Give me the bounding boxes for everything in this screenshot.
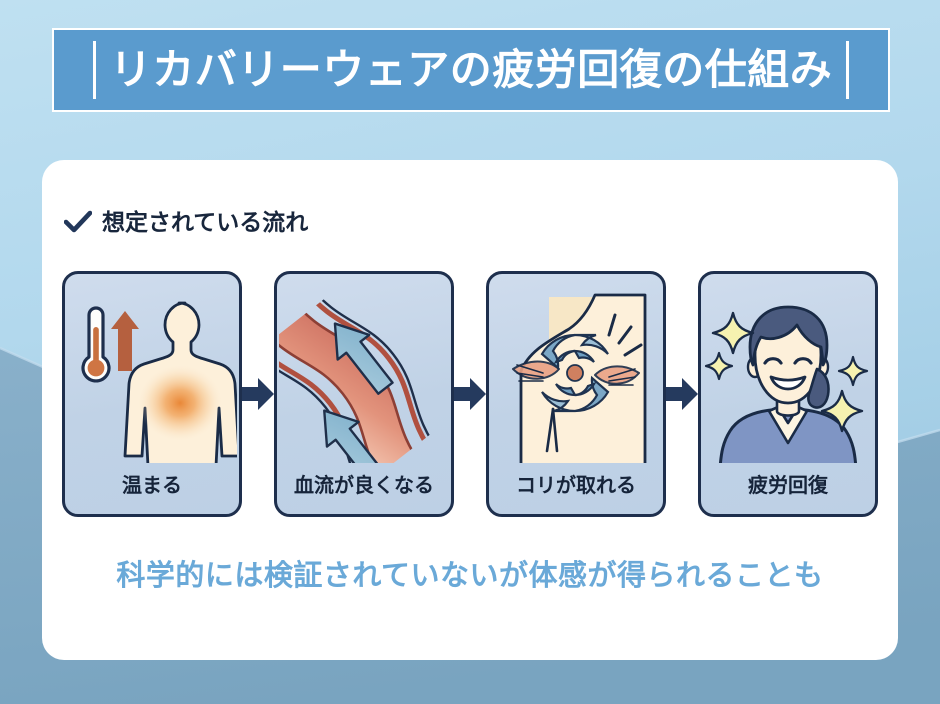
flow-arrow-icon bbox=[323, 322, 394, 463]
flow-step-2-label: 血流が良くなる bbox=[294, 475, 434, 497]
arrow-right-icon bbox=[242, 378, 274, 410]
heat-glow-icon bbox=[138, 365, 222, 441]
title-rule-right bbox=[846, 41, 850, 99]
person-icon bbox=[718, 305, 858, 463]
flow-step-card-2[interactable]: 血流が良くなる bbox=[274, 271, 454, 517]
spiral-icon bbox=[540, 333, 610, 413]
thermometer-body-heat-illustration bbox=[81, 301, 237, 463]
hands-icon bbox=[512, 360, 640, 386]
shoulder-stiffness-relief-illustration bbox=[512, 293, 647, 463]
flow-step-1-label: 温まる bbox=[122, 475, 182, 497]
flow-step-3-art bbox=[489, 274, 663, 476]
flow-steps: 温まる bbox=[62, 270, 878, 518]
panel-heading: 想定されている流れ bbox=[64, 210, 308, 234]
flow-step-3-label: コリが取れる bbox=[516, 475, 636, 497]
flow-step-card-3[interactable]: コリが取れる bbox=[486, 271, 666, 517]
arrow-right-icon bbox=[666, 378, 698, 410]
blood-vessel-flow-illustration bbox=[279, 291, 443, 463]
flow-step-1-art bbox=[65, 274, 239, 476]
smiling-person-sparkles-illustration bbox=[704, 305, 869, 463]
flow-step-4-label: 疲労回復 bbox=[748, 475, 828, 497]
flow-step-4-art bbox=[701, 274, 875, 476]
page-title: リカバリーウェアの疲労回復の仕組み bbox=[109, 46, 833, 93]
sparkle-icon bbox=[704, 311, 869, 433]
pain-lines-icon bbox=[607, 313, 643, 357]
flow-step-card-4[interactable]: 疲労回復 bbox=[698, 271, 878, 517]
up-arrow-icon bbox=[111, 311, 139, 371]
check-icon bbox=[64, 210, 92, 233]
flow-step-card-1[interactable]: 温まる bbox=[62, 271, 242, 517]
title-rule-left bbox=[92, 41, 96, 99]
footnote-text: 科学的には検証されていないが体感が得られることも bbox=[116, 560, 824, 592]
arrow-right-icon bbox=[454, 378, 486, 410]
flow-arrow-3 bbox=[666, 377, 698, 411]
flow-arrow-1 bbox=[242, 377, 274, 411]
page-title-banner: リカバリーウェアの疲労回復の仕組み bbox=[52, 28, 890, 112]
flow-step-2-art bbox=[277, 274, 451, 476]
flow-arrow-2 bbox=[454, 377, 486, 411]
thermometer-icon bbox=[81, 306, 111, 383]
panel-heading-label: 想定されている流れ bbox=[102, 208, 309, 235]
